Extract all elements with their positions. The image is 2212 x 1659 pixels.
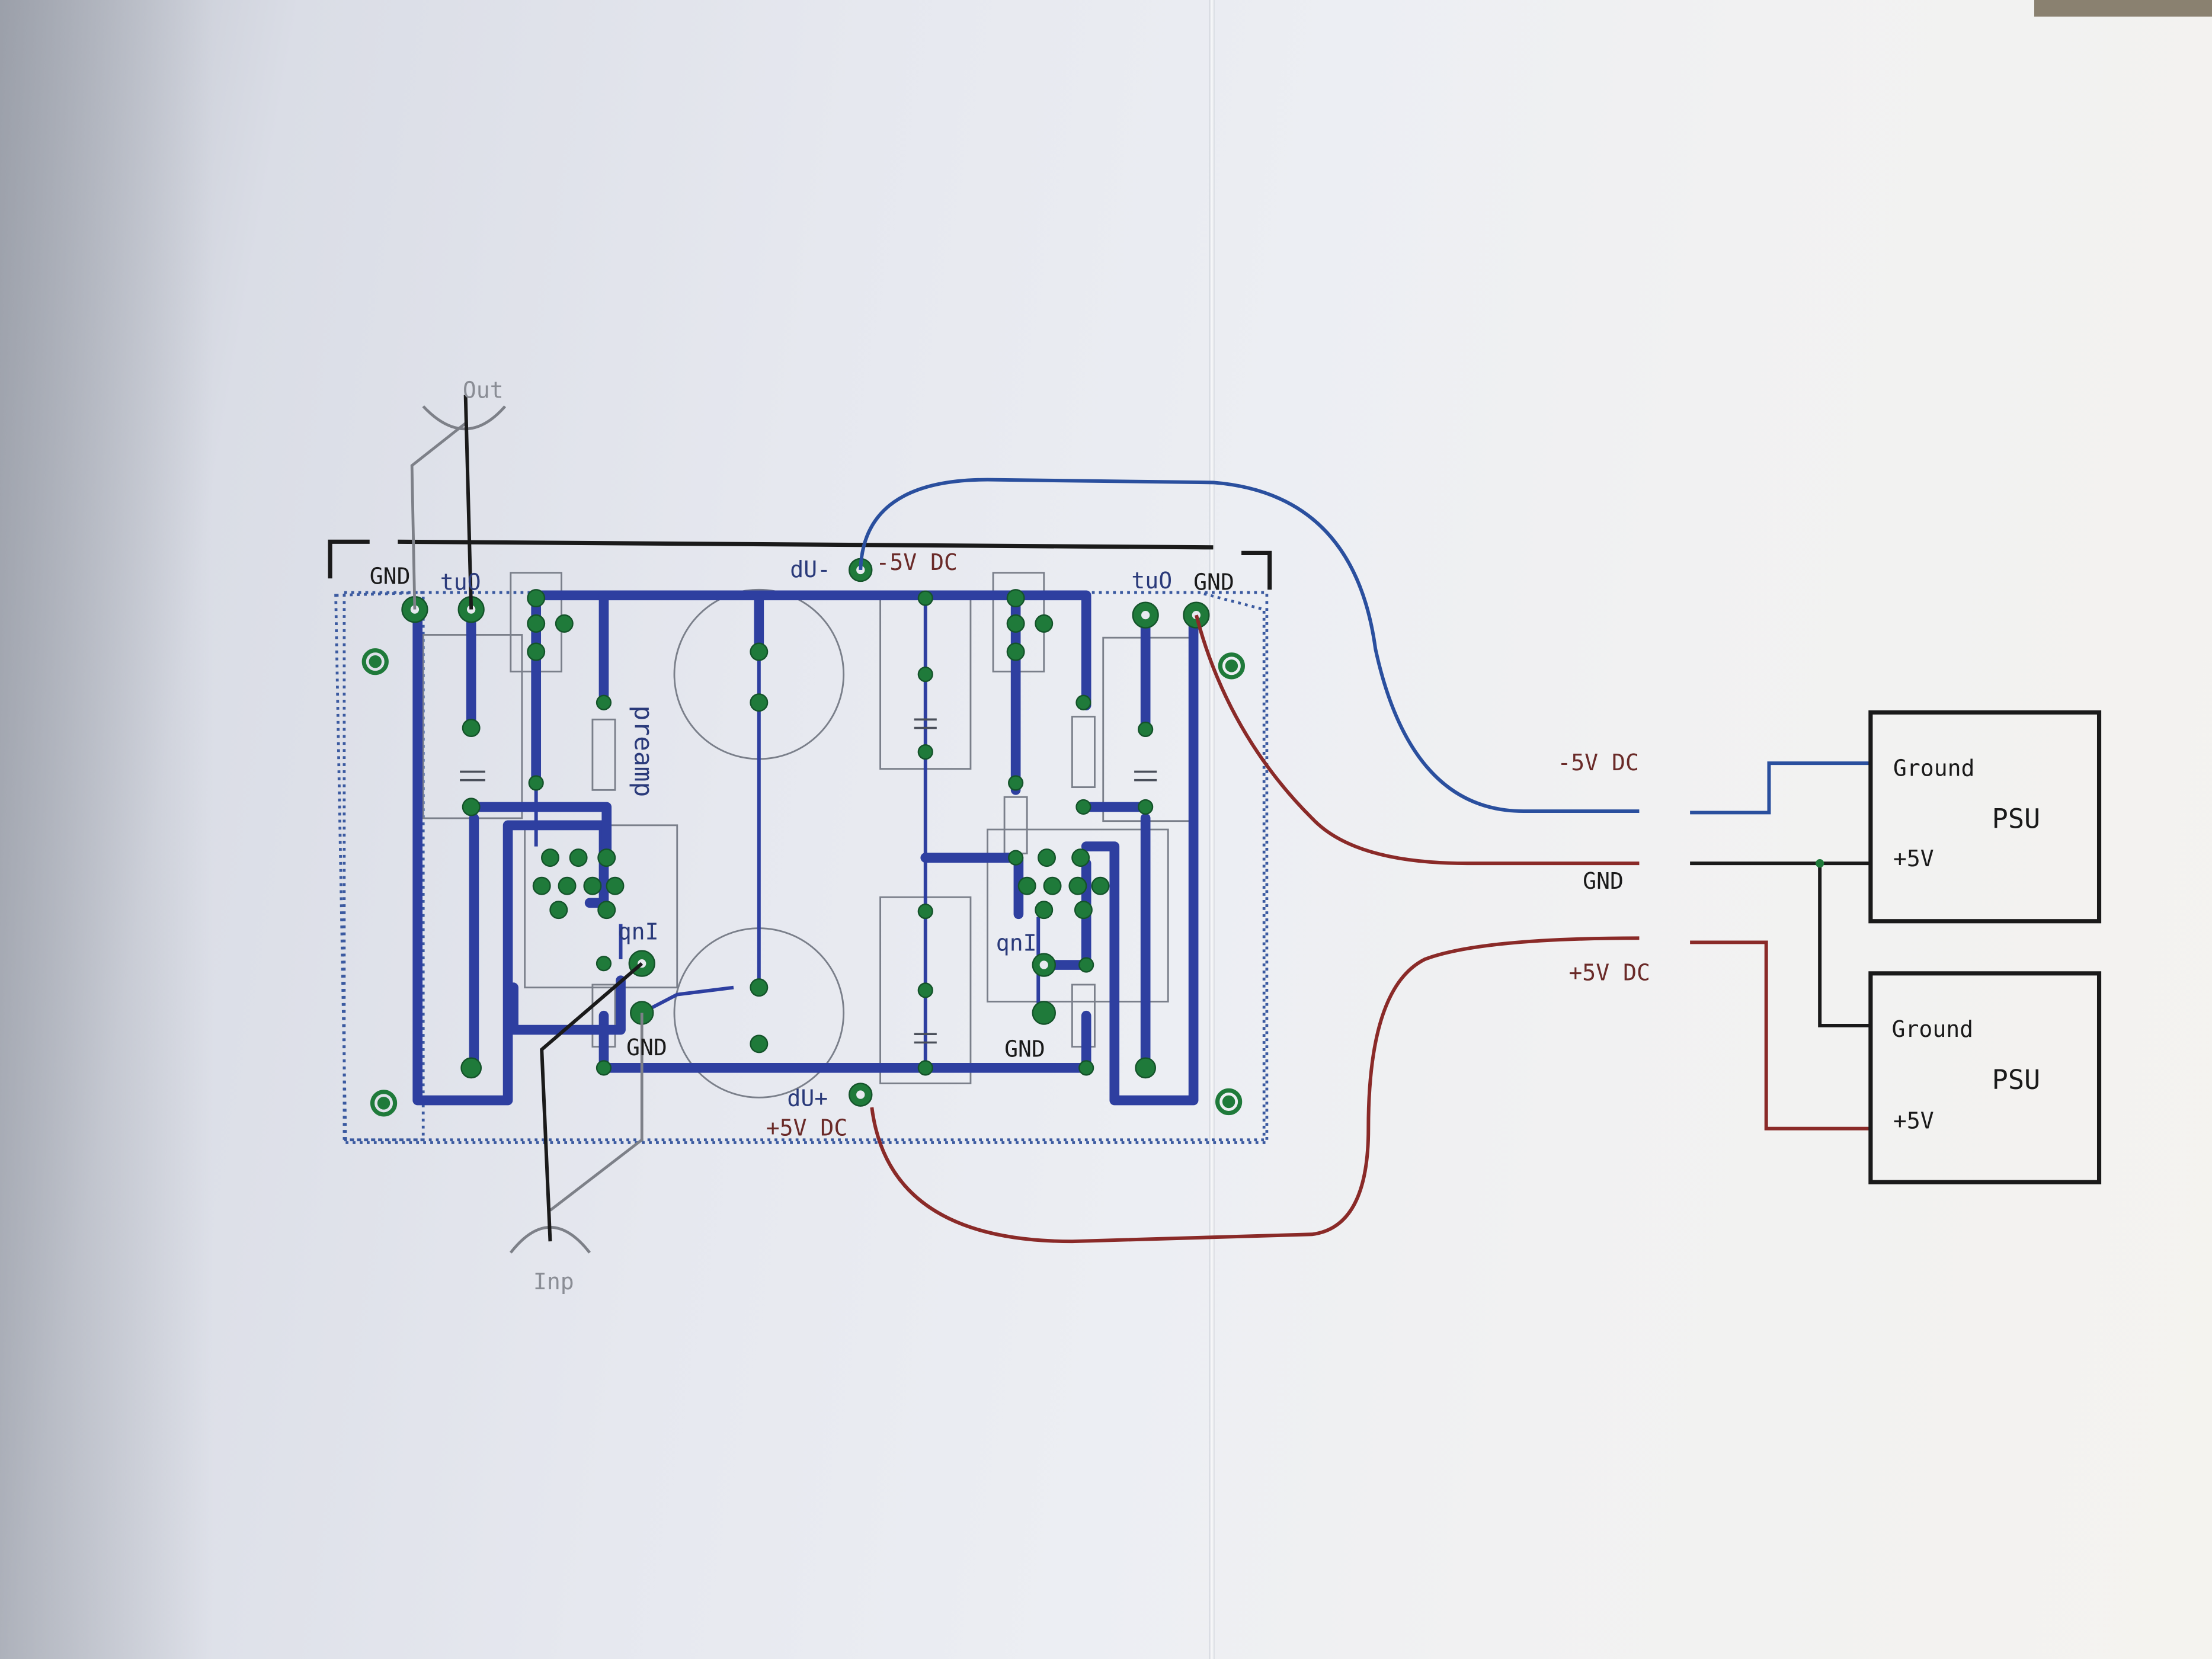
wire-plus5 xyxy=(870,936,1640,1244)
gnd-right-label: GND xyxy=(1193,569,1234,595)
plus5-bottom-label: +5V DC xyxy=(766,1115,848,1141)
out-left-label: tuO xyxy=(440,569,481,595)
inp-bottom-label: Inp xyxy=(533,1269,574,1295)
gnd-mid-right-label: GND xyxy=(1004,1036,1045,1062)
paper-fold xyxy=(1209,0,1215,1659)
du-minus-label: dU- xyxy=(790,556,831,582)
wire-plus5-label: +5V DC xyxy=(1568,960,1650,986)
board-name-label: preamp xyxy=(628,705,658,797)
psu-top-name-label: PSU xyxy=(1992,803,2041,835)
capacitor-symbols xyxy=(460,718,1157,1044)
inp-wire xyxy=(540,962,644,1242)
board-outline-main xyxy=(342,591,1269,1144)
psu-box-bottom xyxy=(1868,971,2102,1184)
psu-bottom-plus5-label: +5V xyxy=(1893,1108,1934,1134)
psu-top-ground-label: Ground xyxy=(1893,755,1975,782)
wire-psu-gnd xyxy=(1690,861,1871,1027)
wire-psu-minus5 xyxy=(1690,761,1871,815)
gnd-mid-left-label: GND xyxy=(626,1035,667,1061)
inp-right-label: qnI xyxy=(996,930,1037,956)
gnd-left-label: GND xyxy=(370,563,411,590)
minus5-top-label: -5V DC xyxy=(876,549,958,575)
board-bracket xyxy=(328,539,1272,590)
wire-minus5 xyxy=(859,478,1640,814)
psu-box-top xyxy=(1868,710,2102,924)
wire-minus5-label: -5V DC xyxy=(1557,750,1639,776)
wire-gnd-label: GND xyxy=(1583,868,1624,894)
du-plus-label: dU+ xyxy=(787,1085,828,1112)
inp-left-label: qnI xyxy=(618,919,659,945)
junction-dot xyxy=(1816,859,1824,868)
pcb-traces xyxy=(412,590,1199,1106)
out-right-label: tuO xyxy=(1131,568,1172,594)
psu-bottom-name-label: PSU xyxy=(1992,1064,2041,1096)
psu-top-plus5-label: +5V xyxy=(1893,845,1934,872)
wire-psu-plus5 xyxy=(1690,940,1871,1130)
mounting-holes xyxy=(361,648,1246,1117)
paper-shadow xyxy=(0,0,213,1659)
psu-bottom-ground-label: Ground xyxy=(1892,1016,1974,1042)
pcb-pads xyxy=(401,558,1210,1107)
table-edge xyxy=(2034,0,2212,17)
wire-gnd xyxy=(1194,614,1640,866)
out-top-label: Out xyxy=(463,377,504,403)
out-wire xyxy=(463,395,473,610)
